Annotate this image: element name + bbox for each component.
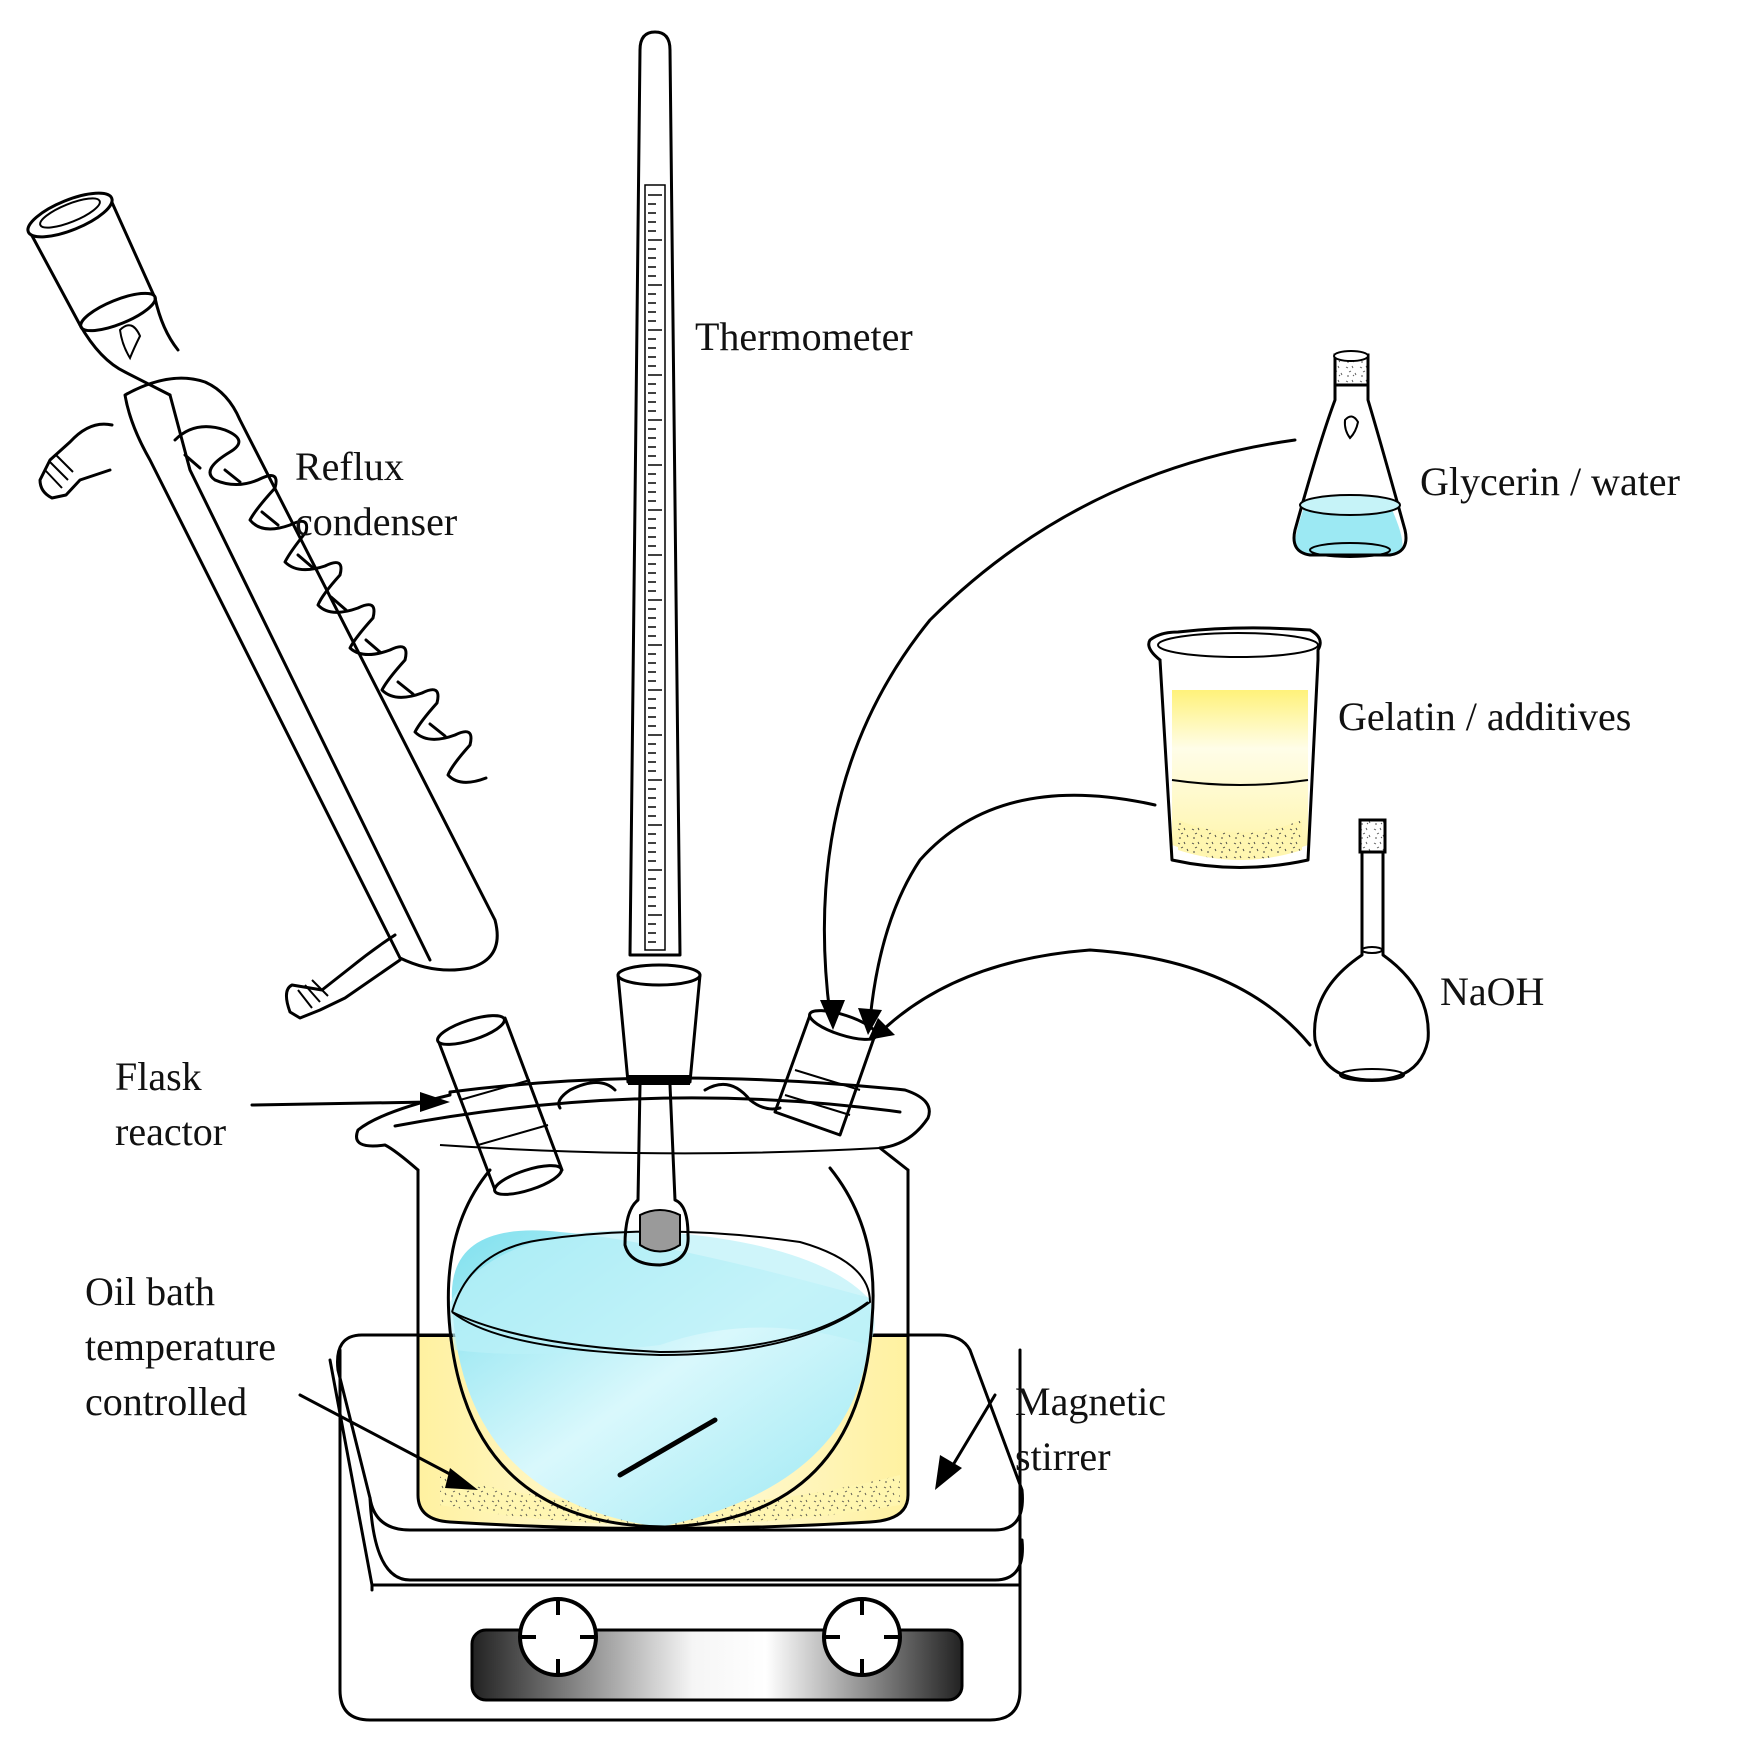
right-knob-icon[interactable]	[822, 1597, 902, 1677]
label-stirrer-line2: stirrer	[1015, 1434, 1111, 1479]
left-knob-icon[interactable]	[518, 1597, 598, 1677]
label-oil-line1: Oil bath	[85, 1269, 215, 1314]
magnetic-stirrer	[328, 1333, 1024, 1722]
thermometer-icon	[616, 30, 702, 1267]
label-stirrer-line1: Magnetic	[1015, 1379, 1166, 1424]
label-flask-line2: reactor	[115, 1109, 226, 1154]
volumetric-flask-icon	[1313, 818, 1430, 1082]
beaker-icon	[1147, 626, 1322, 869]
label-reflux-line1: Reflux	[295, 444, 404, 489]
reflux-condenser-icon	[26, 191, 499, 1020]
label-naoh: NaOH	[1440, 969, 1544, 1014]
label-gelatin: Gelatin / additives	[1338, 694, 1631, 739]
erlenmeyer-flask-icon	[1292, 350, 1408, 558]
label-oil-line3: controlled	[85, 1379, 247, 1424]
label-thermometer: Thermometer	[695, 314, 913, 359]
flask-reactor	[446, 1081, 875, 1529]
label-glycerin: Glycerin / water	[1420, 459, 1680, 504]
label-flask-line1: Flask	[115, 1054, 202, 1099]
leader-lines	[250, 438, 1312, 1490]
label-reflux-line2: condenser	[295, 499, 457, 544]
right-neck-joint	[773, 1009, 878, 1137]
stir-bar	[617, 1417, 718, 1478]
left-neck-joint	[436, 1014, 564, 1196]
label-oil-line2: temperature	[85, 1324, 276, 1369]
